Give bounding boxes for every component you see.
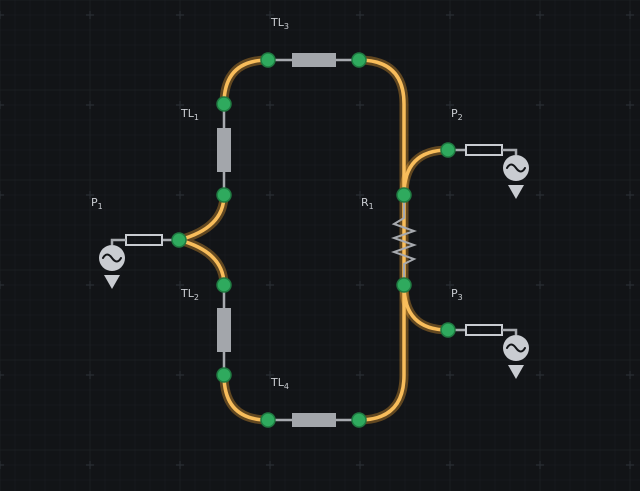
- grid-marker: [446, 461, 454, 469]
- grid-marker: [626, 461, 634, 469]
- grid-marker: [626, 11, 634, 19]
- grid-marker: [536, 191, 544, 199]
- grid-marker: [536, 281, 544, 289]
- node[interactable]: [216, 187, 232, 203]
- label-tl3: TL3: [270, 16, 289, 31]
- grid-marker: [86, 101, 94, 109]
- grid-marker: [0, 281, 4, 289]
- grid-marker: [0, 461, 4, 469]
- grid-marker: [176, 461, 184, 469]
- grid-marker: [446, 101, 454, 109]
- grid-marker: [86, 281, 94, 289]
- node[interactable]: [351, 412, 367, 428]
- transmission-line-tl2[interactable]: [217, 285, 231, 375]
- grid-marker: [446, 191, 454, 199]
- node[interactable]: [216, 277, 232, 293]
- port-p3[interactable]: [448, 324, 529, 379]
- label-p3: P3: [451, 287, 463, 302]
- label-r1: R1: [361, 196, 374, 211]
- component-labels: TL3 TL1 TL2 TL4 P1 P2 P3 R1: [91, 16, 463, 391]
- resistor-r1[interactable]: [390, 195, 418, 285]
- grid-marker: [86, 371, 94, 379]
- grid-marker: [86, 191, 94, 199]
- grid-marker: [266, 371, 274, 379]
- node[interactable]: [440, 142, 456, 158]
- grid-marker: [266, 11, 274, 19]
- node[interactable]: [396, 187, 412, 203]
- grid-marker: [266, 191, 274, 199]
- node[interactable]: [216, 96, 232, 112]
- node[interactable]: [260, 52, 276, 68]
- grid-marker: [536, 11, 544, 19]
- grid-marker: [86, 461, 94, 469]
- grid-marker: [356, 461, 364, 469]
- grid-marker: [356, 371, 364, 379]
- port-p1[interactable]: [99, 234, 179, 289]
- grid-marker: [536, 101, 544, 109]
- grid-marker: [0, 371, 4, 379]
- grid-marker: [536, 371, 544, 379]
- label-tl1: TL1: [180, 107, 199, 122]
- grid-marker: [86, 11, 94, 19]
- label-p1: P1: [91, 196, 103, 211]
- grid-marker: [536, 461, 544, 469]
- node[interactable]: [351, 52, 367, 68]
- grid-marker: [446, 371, 454, 379]
- node[interactable]: [216, 367, 232, 383]
- grid-marker: [626, 371, 634, 379]
- grid-marker: [0, 101, 4, 109]
- grid-marker: [446, 11, 454, 19]
- grid-marker: [356, 281, 364, 289]
- grid-marker: [0, 191, 4, 199]
- grid-marker: [176, 101, 184, 109]
- grid-marker: [446, 281, 454, 289]
- grid-marker: [176, 191, 184, 199]
- grid-marker: [356, 191, 364, 199]
- ground-icon: [508, 365, 524, 379]
- label-tl4: TL4: [270, 376, 289, 391]
- grid-marker: [0, 11, 4, 19]
- grid-marker: [626, 191, 634, 199]
- grid-marker: [356, 11, 364, 19]
- transmission-line-tl1[interactable]: [217, 104, 231, 195]
- node[interactable]: [440, 322, 456, 338]
- label-p2: P2: [451, 107, 463, 122]
- grid-marker: [266, 101, 274, 109]
- grid-marker: [176, 11, 184, 19]
- grid-marker: [356, 101, 364, 109]
- grid-marker: [176, 371, 184, 379]
- grid-marker: [176, 281, 184, 289]
- grid-marker: [626, 101, 634, 109]
- node[interactable]: [396, 277, 412, 293]
- node[interactable]: [171, 232, 187, 248]
- port-p2[interactable]: [448, 144, 529, 199]
- node[interactable]: [260, 412, 276, 428]
- grid-marker: [266, 281, 274, 289]
- ground-icon: [508, 185, 524, 199]
- label-tl2: TL2: [180, 287, 199, 302]
- ground-icon: [104, 275, 120, 289]
- grid-marker: [266, 461, 274, 469]
- connection-nodes: [171, 52, 456, 428]
- grid-marker: [626, 281, 634, 289]
